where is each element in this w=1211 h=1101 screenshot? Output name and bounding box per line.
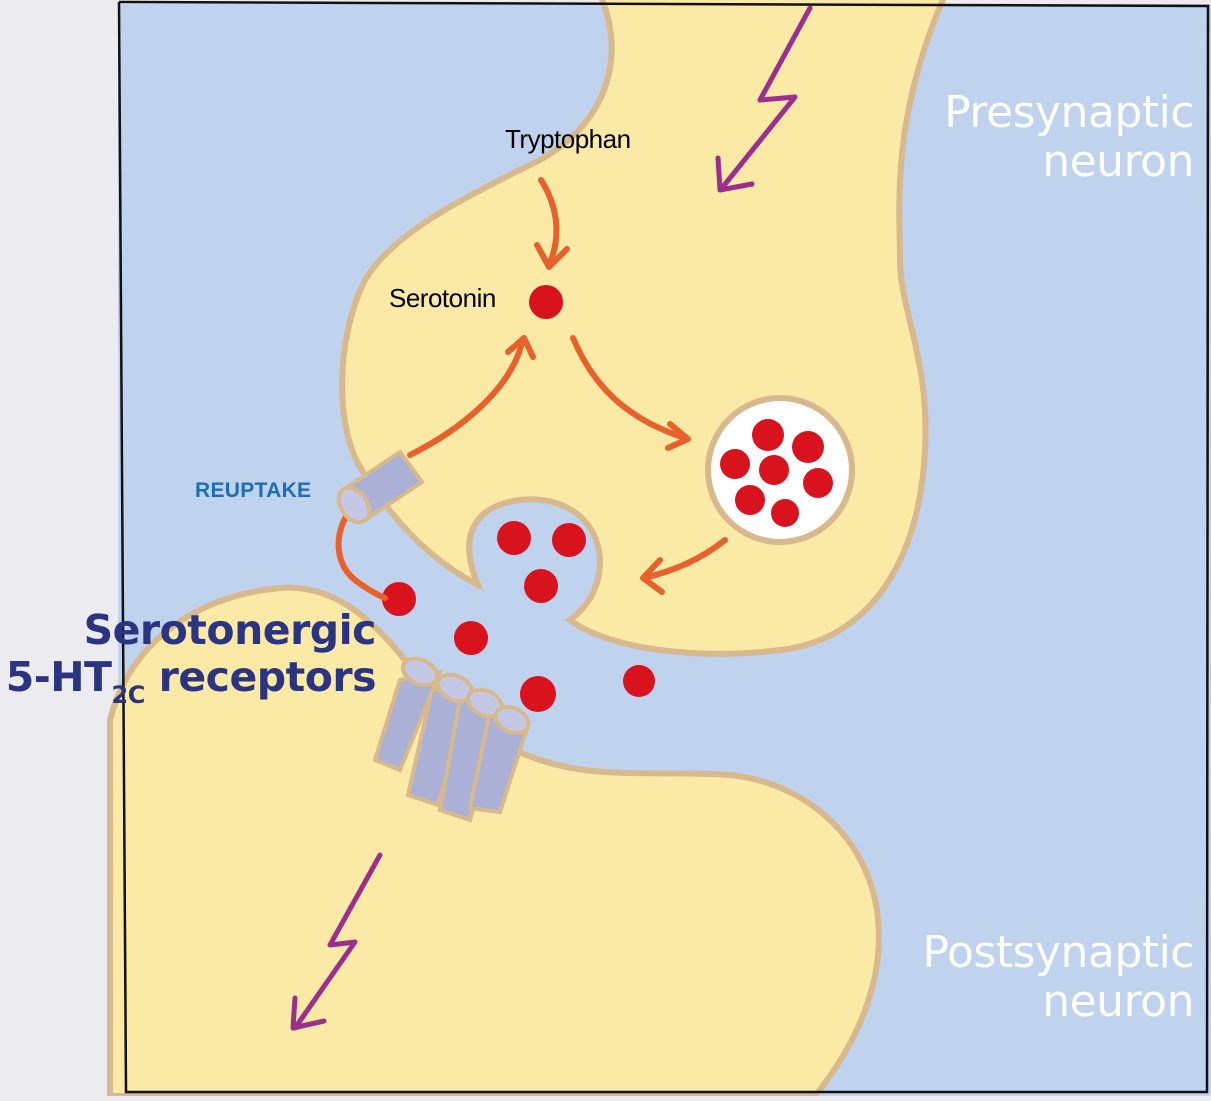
vesicle-serotonin-molecule	[720, 449, 750, 479]
receptor-subtype: 2C	[112, 681, 145, 709]
receptor-prefix: 5-HT	[6, 653, 112, 701]
serotonin-molecule	[520, 676, 556, 712]
serotonin-molecule	[454, 621, 488, 655]
vesicle-serotonin-molecule	[735, 485, 765, 515]
receptor-line1: Serotonergic	[6, 607, 376, 654]
serotonin-molecule	[623, 665, 655, 697]
tryptophan-label: Tryptophan	[505, 124, 631, 155]
postsynaptic-neuron-label: Postsynaptic neuron	[923, 928, 1194, 1027]
presynaptic-line2: neuron	[944, 137, 1194, 186]
receptor-suffix: receptors	[145, 653, 376, 701]
reuptake-label: REUPTAKE	[195, 479, 311, 503]
serotonin-molecule	[552, 523, 586, 557]
presynaptic-neuron-label: Presynaptic neuron	[944, 88, 1194, 187]
vesicle-serotonin-molecule	[792, 431, 824, 463]
serotonin-molecule	[497, 521, 531, 555]
vesicle-serotonin-molecule	[752, 419, 784, 451]
vesicle-serotonin-molecule	[771, 499, 799, 527]
receptor-label: Serotonergic 5-HT2C receptors	[6, 607, 376, 701]
vesicle-serotonin-molecule	[759, 455, 789, 485]
postsynaptic-line1: Postsynaptic	[923, 928, 1194, 977]
vesicle-serotonin-molecule	[803, 468, 833, 498]
presynaptic-line1: Presynaptic	[944, 88, 1194, 137]
receptor-line2: 5-HT2C receptors	[6, 654, 376, 701]
serotonin-molecule	[524, 569, 558, 603]
serotonin-label: Serotonin	[389, 283, 496, 314]
postsynaptic-line2: neuron	[923, 977, 1194, 1026]
serotonin-molecule	[529, 285, 563, 319]
